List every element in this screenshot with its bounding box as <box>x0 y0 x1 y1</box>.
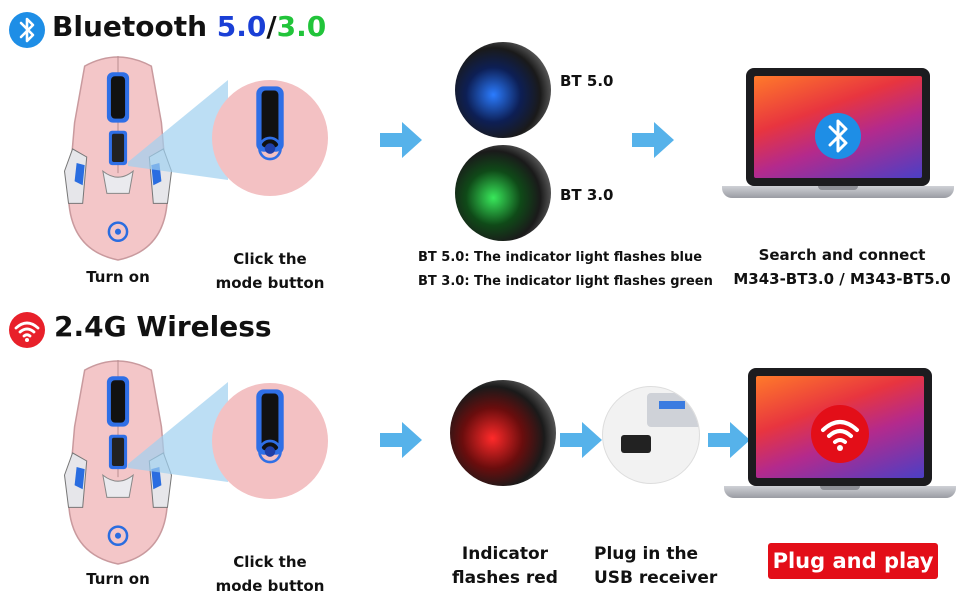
bt30-note: BT 3.0: The indicator light flashes gree… <box>418 274 713 289</box>
bt30-indicator-image <box>455 145 551 241</box>
arrow-icon <box>380 122 422 158</box>
step2-line1: Click the <box>233 553 307 571</box>
wireless-step1-label: Turn on <box>86 570 150 588</box>
bluetooth-title: Bluetooth 5.0/3.0 <box>52 10 326 43</box>
wifi-icon <box>811 405 869 463</box>
arrow-icon <box>632 122 674 158</box>
zoom-connector-wireless <box>128 382 228 482</box>
zoom-connector-bluetooth <box>128 80 228 180</box>
bluetooth-section-header: Bluetooth 5.0/3.0 <box>6 8 426 48</box>
bt30-version: 3.0 <box>276 10 327 43</box>
red-indicator-image <box>450 380 556 486</box>
bluetooth-step1-label: Turn on <box>86 268 150 286</box>
indicator-flashes-label: Indicator flashes red <box>440 542 570 590</box>
mode-button-zoom-bluetooth <box>212 80 328 196</box>
bt30-label: BT 3.0 <box>560 186 614 204</box>
version-slash: / <box>266 10 277 43</box>
step2-line2: mode button <box>215 274 325 292</box>
bt50-note: BT 5.0: The indicator light flashes blue <box>418 250 703 265</box>
indicator-line1: Indicator <box>461 544 549 564</box>
bt50-label: BT 5.0 <box>560 72 614 90</box>
plug-and-play-badge: Plug and play <box>768 543 938 579</box>
plug-line2: USB receiver <box>594 568 718 588</box>
bluetooth-connect-label: Search and connect M343-BT3.0 / M343-BT5… <box>722 243 962 291</box>
arrow-icon <box>380 422 422 458</box>
bluetooth-title-text: Bluetooth <box>52 10 217 43</box>
bluetooth-step2-label: Click the mode button <box>205 247 335 295</box>
usb-receiver-image <box>602 386 700 484</box>
bluetooth-icon <box>9 12 45 48</box>
mode-button-zoom-wireless <box>212 383 328 499</box>
plug-line1: Plug in the <box>594 544 699 564</box>
connect-line1: Search and connect <box>758 246 926 264</box>
wireless-section-header: 2.4G Wireless <box>6 308 326 348</box>
wireless-title: 2.4G Wireless <box>54 310 272 343</box>
plug-and-play-text: Plug and play <box>772 549 934 573</box>
connect-line2: M343-BT3.0 / M343-BT5.0 <box>733 270 951 288</box>
wireless-step2-label: Click the mode button <box>205 550 335 598</box>
bt50-version: 5.0 <box>216 10 267 43</box>
bluetooth-icon <box>815 113 861 159</box>
step2-line2: mode button <box>215 577 325 595</box>
arrow-icon <box>560 422 602 458</box>
indicator-line2: flashes red <box>452 568 558 588</box>
wifi-icon <box>9 312 45 348</box>
step2-line1: Click the <box>233 250 307 268</box>
plug-usb-label: Plug in the USB receiver <box>594 542 724 590</box>
bt50-indicator-image <box>455 42 551 138</box>
laptop-wireless <box>724 368 956 498</box>
laptop-bluetooth <box>722 68 954 198</box>
